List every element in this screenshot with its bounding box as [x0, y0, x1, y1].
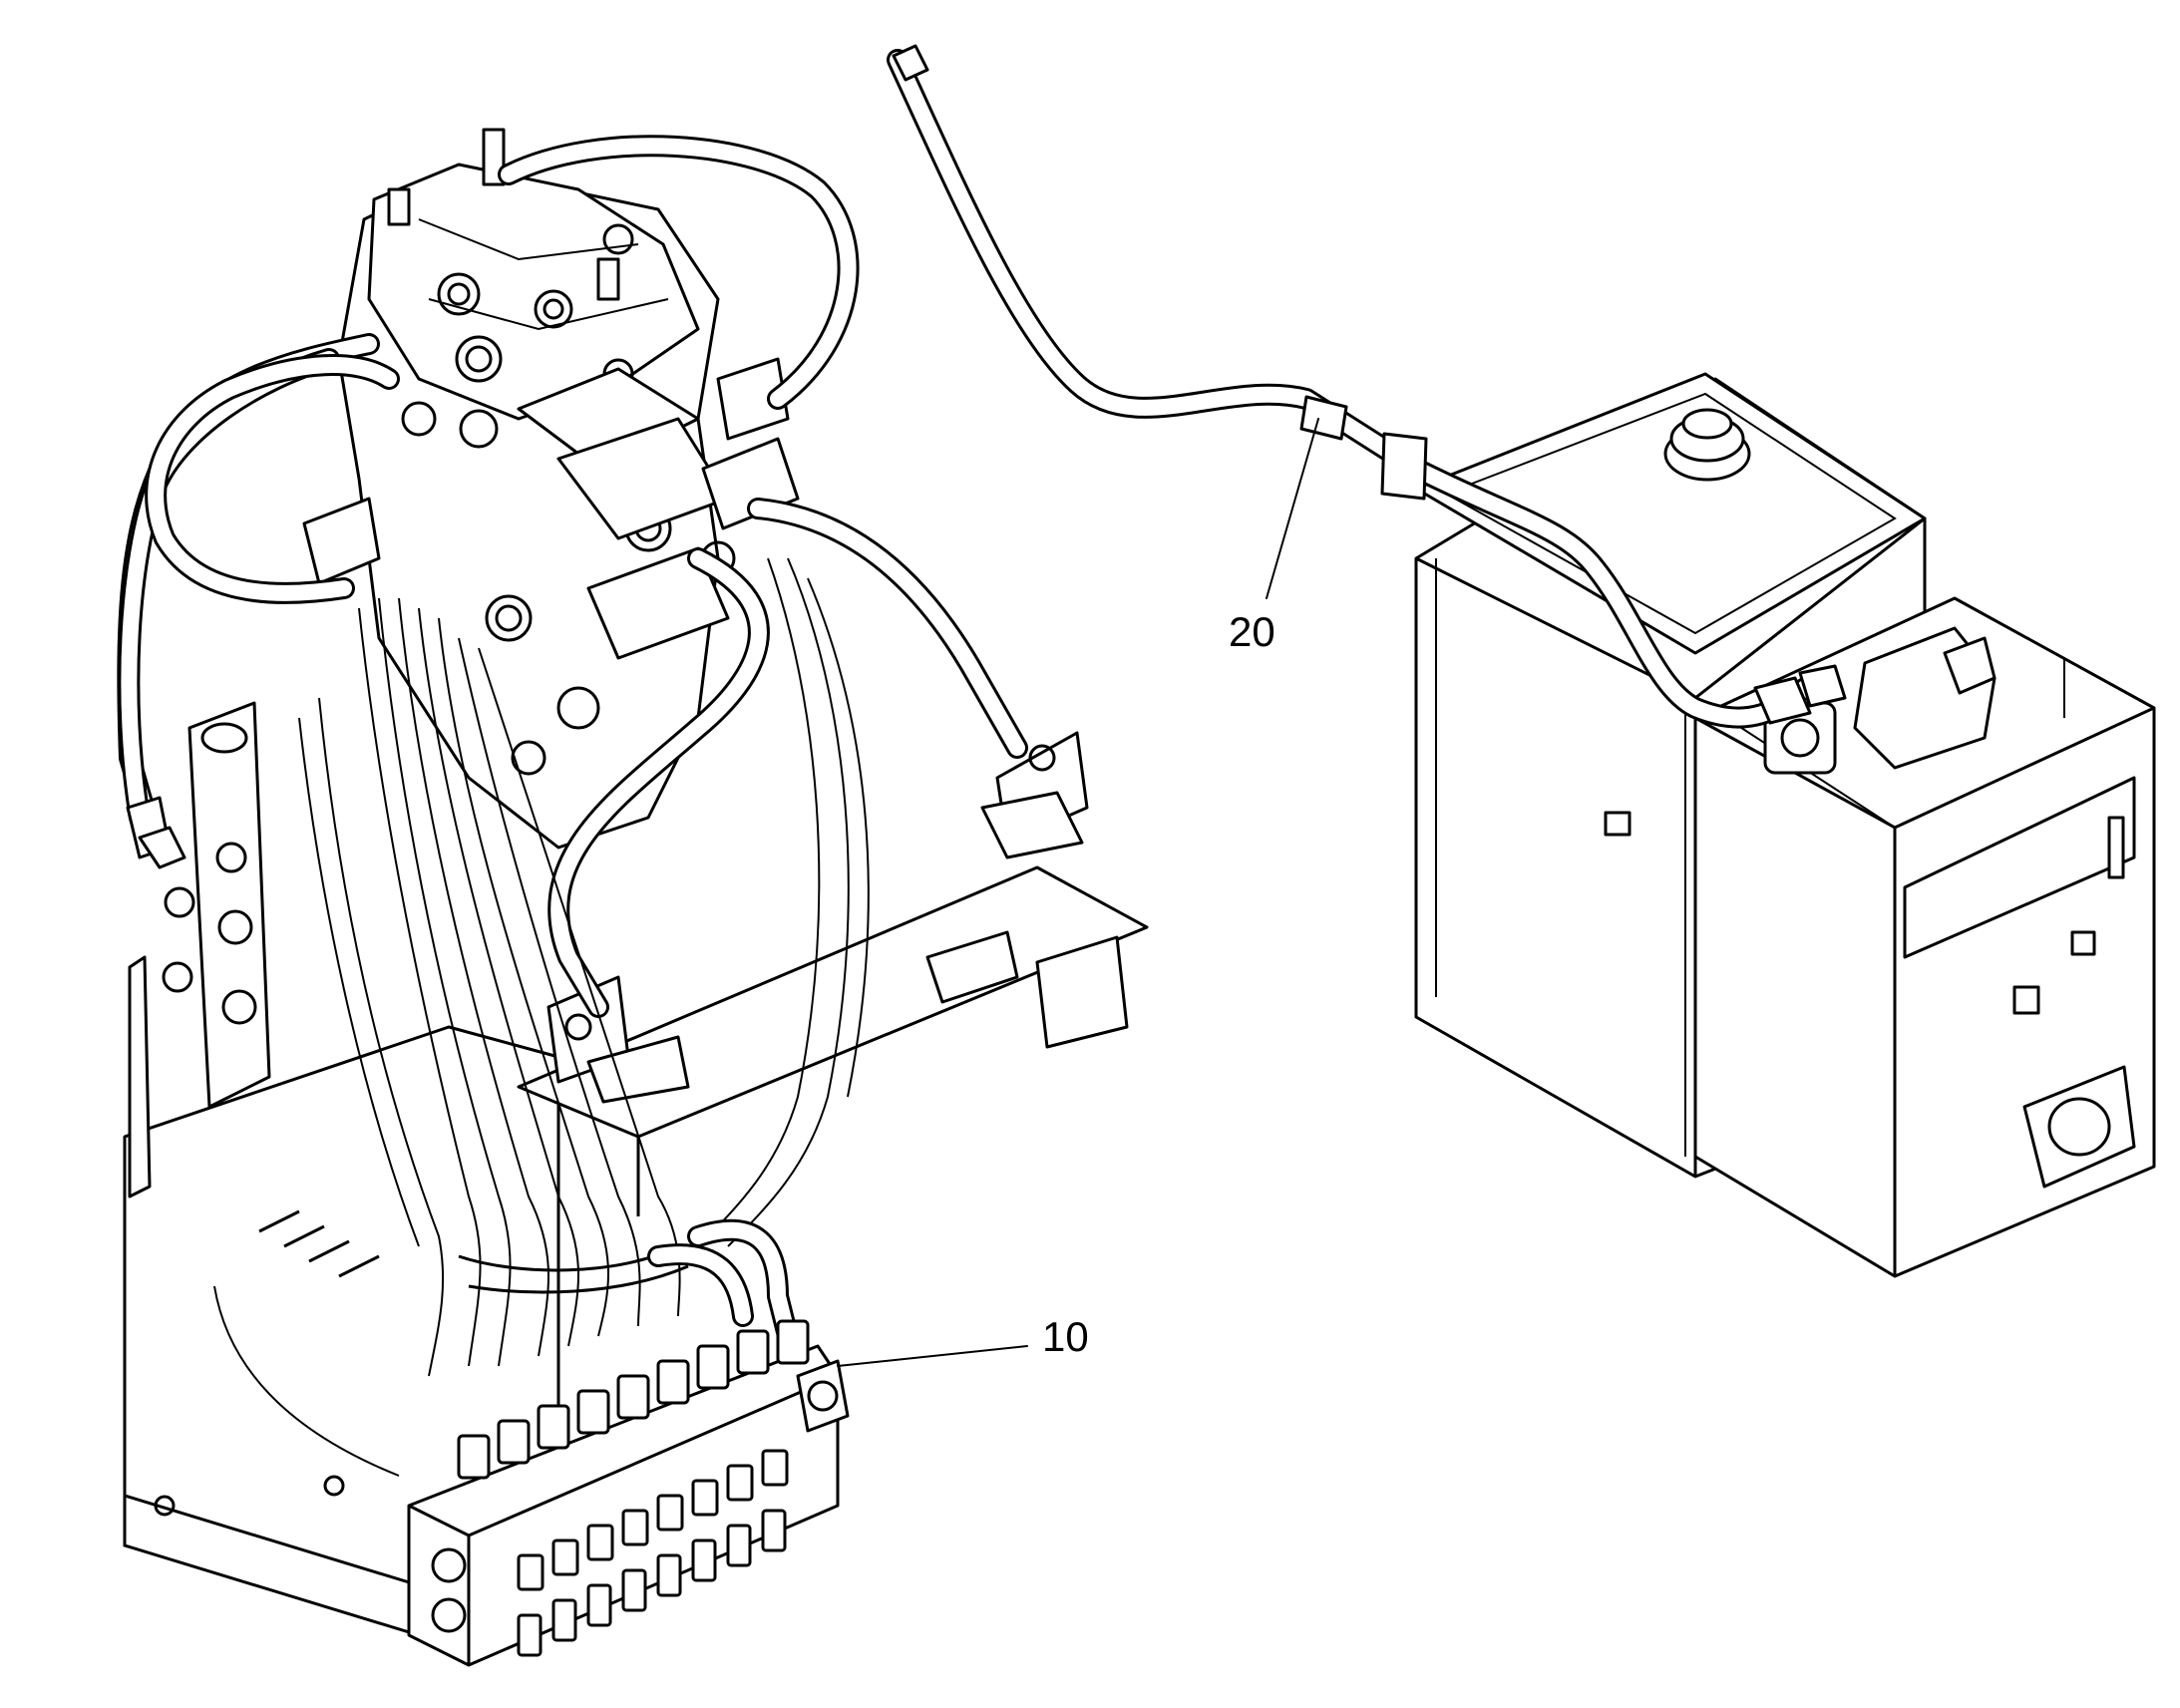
- hydraulic-tank: [1414, 372, 2156, 1278]
- callout-10: 10: [837, 1313, 1089, 1367]
- manifold-front-ports: [431, 1449, 789, 1657]
- callout-20: 20: [1229, 418, 1319, 655]
- callout-10-label: 10: [1042, 1313, 1089, 1360]
- tank-return-hose: [887, 44, 1847, 729]
- callout-20-label: 20: [1229, 608, 1275, 655]
- manifold-fittings: [457, 1319, 810, 1480]
- pump-and-valve-assembly: [117, 128, 1149, 1667]
